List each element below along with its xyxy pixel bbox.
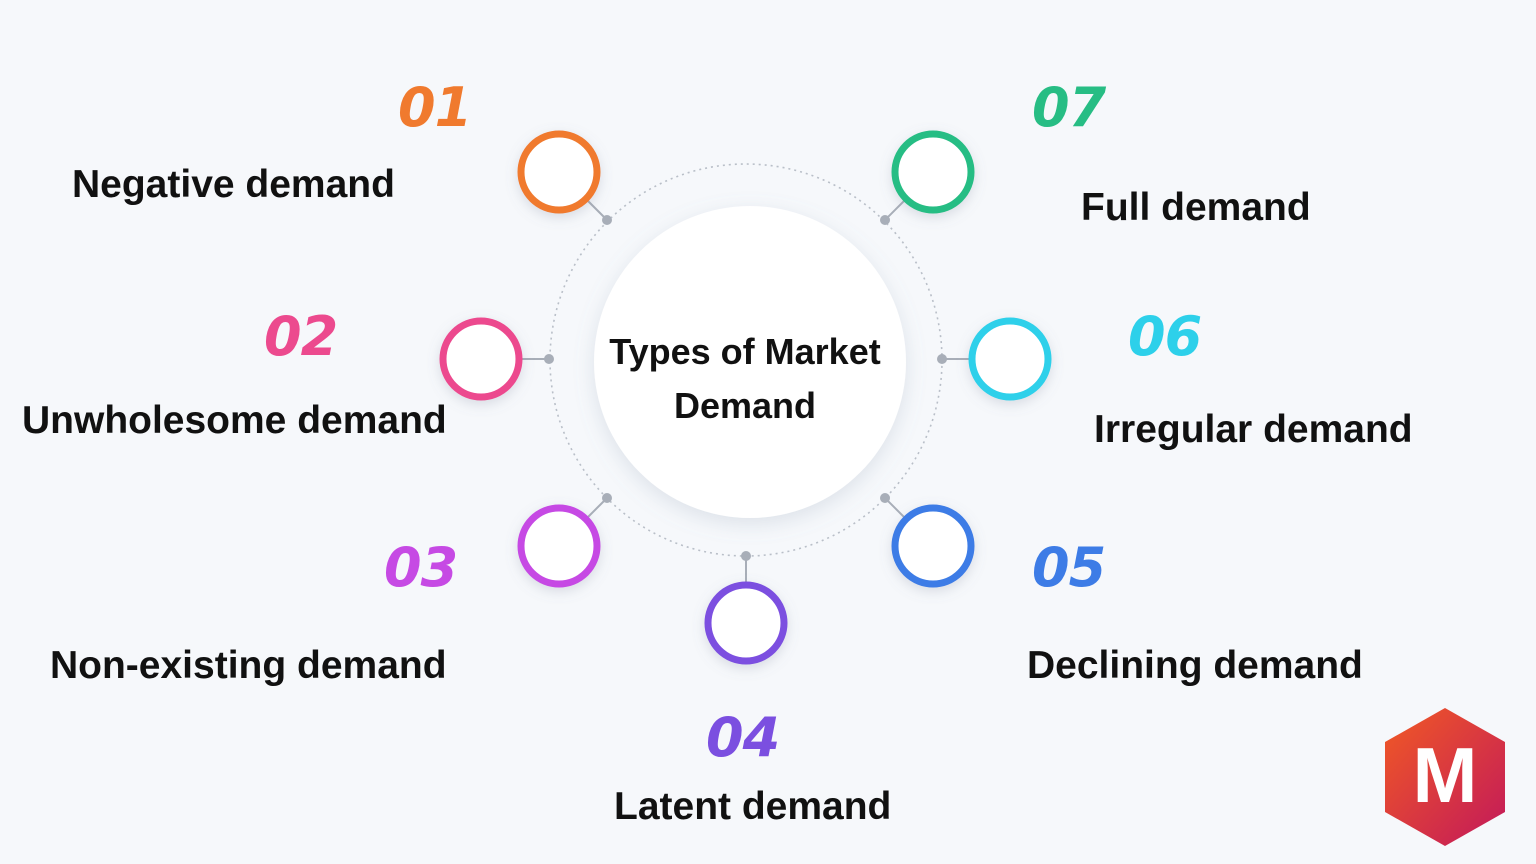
item-label-negative-demand: Negative demand	[72, 163, 395, 206]
brand-logo: M	[1385, 708, 1505, 846]
item-number-05: 05	[1032, 536, 1106, 599]
center-title-line2: Demand	[673, 385, 817, 426]
node-ring-latent-demand	[704, 581, 788, 665]
item-label-unwholesome-demand: Unwholesome demand	[22, 399, 447, 442]
item-label-irregular-demand: Irregular demand	[1094, 408, 1413, 451]
logo-hexagon	[1385, 708, 1505, 846]
item-number-06: 06	[1128, 305, 1202, 368]
center-title: Types of Market Demand	[595, 325, 895, 433]
connector-dot-unwholesome-demand	[544, 354, 554, 364]
connector-dot-full-demand	[880, 215, 890, 225]
item-number-04: 04	[706, 706, 780, 769]
item-label-latent-demand: Latent demand	[614, 785, 892, 828]
node-ring-negative-demand	[517, 130, 601, 214]
connector-dot-negative-demand	[602, 215, 612, 225]
item-label-non-existing-demand: Non-existing demand	[50, 644, 447, 687]
node-ring-declining-demand	[891, 504, 975, 588]
center-circle	[594, 206, 906, 518]
nodes	[439, 130, 1052, 665]
item-number-02: 02	[264, 305, 338, 368]
item-number-01: 01	[398, 76, 472, 139]
item-number-07: 07	[1032, 76, 1106, 139]
node-ring-unwholesome-demand	[439, 317, 523, 401]
node-ring-irregular-demand	[968, 317, 1052, 401]
connector-dot-irregular-demand	[937, 354, 947, 364]
node-ring-non-existing-demand	[517, 504, 601, 588]
connector-dot-non-existing-demand	[602, 493, 612, 503]
center-title-line1: Types of Market	[609, 331, 881, 372]
item-label-declining-demand: Declining demand	[1027, 644, 1363, 687]
item-number-03: 03	[384, 536, 458, 599]
item-label-full-demand: Full demand	[1081, 186, 1311, 229]
logo-letter: M	[1413, 731, 1478, 819]
connector-dot-declining-demand	[880, 493, 890, 503]
connector-dot-latent-demand	[741, 551, 751, 561]
node-ring-full-demand	[891, 130, 975, 214]
